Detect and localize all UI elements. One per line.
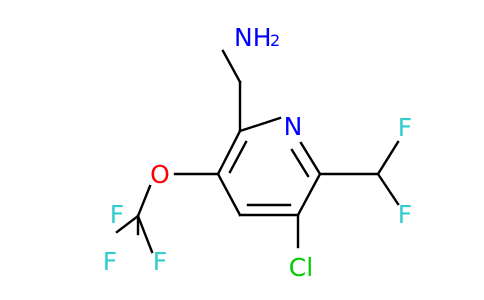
bond-chf2-fbottom [376,172,400,206]
chlorine-label: Cl [289,253,313,282]
ring-nitrogen-label: N [284,112,303,141]
bond-amine-ch2 [221,49,242,84]
bond-c3-c2 [216,129,242,176]
bond-n1-c6-inner [290,148,310,178]
bond-c6-c5 [296,172,322,217]
ether-oxygen-label: O [150,160,170,189]
cf3-fluorine-right-label: F [153,247,167,276]
cf3-fluorine-left-label: F [103,247,117,276]
bond-chf2-ftop [376,140,400,176]
bond-c4-c3 [216,172,242,217]
bond-c2-n1 [238,116,282,133]
chf2-fluorine-top-label: F [398,113,412,142]
atom-labels: NH 2 N O Cl F F F F F [103,23,412,282]
amine-label: NH [234,23,272,52]
bond-cf3-fleft [115,214,140,234]
cf3-fluorine-top-label: F [110,200,124,229]
bond-cf3-fright [136,214,154,254]
bond-n1-c6 [299,141,322,176]
bonds [115,49,400,254]
chf2-fluorine-bottom-label: F [398,200,412,229]
bond-o-cf3 [136,184,152,218]
amine-subscript: 2 [270,31,280,50]
bond-c3-c2-inner [228,140,248,174]
